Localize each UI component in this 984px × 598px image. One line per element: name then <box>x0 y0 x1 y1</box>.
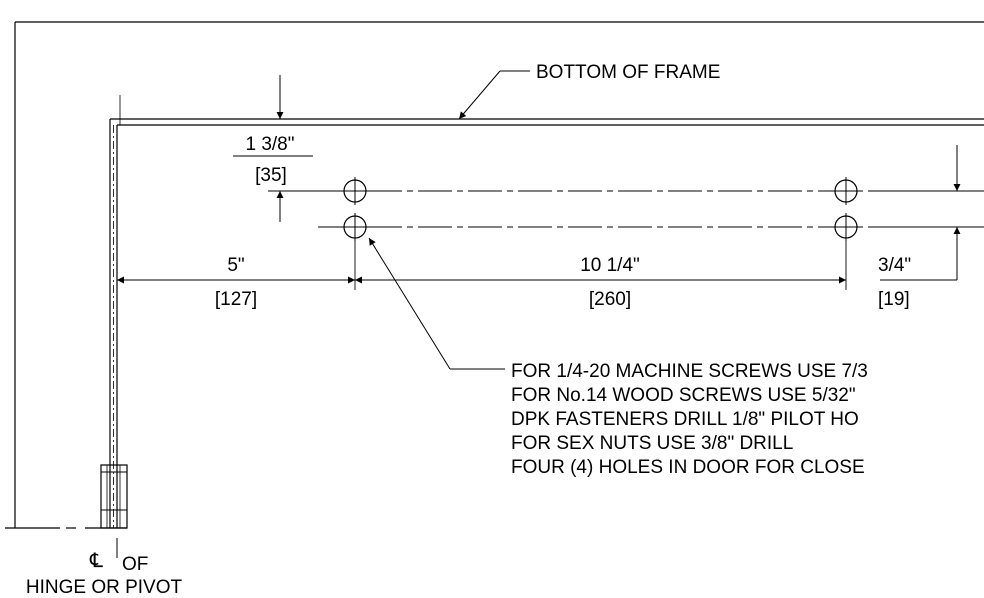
dimension-top-offset: 1 3/8" [35] <box>233 75 318 222</box>
dimension-middle: 10 1/4" [260] <box>355 255 846 310</box>
dimension-right: 3/4" [19] <box>868 145 984 310</box>
dim-top-offset-mm: [35] <box>255 165 287 186</box>
dim-right-mm: [19] <box>878 289 910 310</box>
centerline-symbol: ℄ <box>89 550 103 572</box>
hole-bottom-left <box>341 213 369 241</box>
hole-bottom-right <box>832 213 860 241</box>
dim-left-mm: [127] <box>215 289 257 310</box>
note-line-5: FOUR (4) HOLES IN DOOR FOR CLOSE <box>511 457 865 478</box>
dim-left-in: 5" <box>227 255 244 276</box>
holes-note-callout: FOR 1/4-20 MACHINE SCREWS USE 7/3 FOR No… <box>368 237 868 478</box>
dimension-left: 5" [127] <box>117 255 355 310</box>
note-line-3: DPK FASTENERS DRILL 1/8" PILOT HO <box>511 409 859 430</box>
hole-top-left <box>341 177 369 205</box>
bottom-of-frame-label: BOTTOM OF FRAME <box>536 62 720 83</box>
dim-mid-in: 10 1/4" <box>580 255 640 276</box>
centerline-of-label: OF <box>122 554 148 575</box>
hinge-label: ℄ OF HINGE OR PIVOT <box>26 550 183 598</box>
note-line-4: FOR SEX NUTS USE 3/8" DRILL <box>511 433 793 454</box>
hinge <box>100 464 128 529</box>
bottom-of-frame-callout: BOTTOM OF FRAME <box>458 62 720 120</box>
dim-top-offset-in: 1 3/8" <box>245 134 294 155</box>
hinge-centerline <box>5 527 127 558</box>
dim-right-in: 3/4" <box>878 255 911 276</box>
hole-top-right <box>832 177 860 205</box>
frame-outline <box>109 95 984 528</box>
note-line-1: FOR 1/4-20 MACHINE SCREWS USE 7/3 <box>511 361 868 382</box>
hinge-or-pivot-label: HINGE OR PIVOT <box>26 577 183 598</box>
door-outline <box>14 21 984 528</box>
note-line-2: FOR No.14 WOOD SCREWS USE 5/32" <box>511 385 856 406</box>
dim-mid-mm: [260] <box>589 289 631 310</box>
